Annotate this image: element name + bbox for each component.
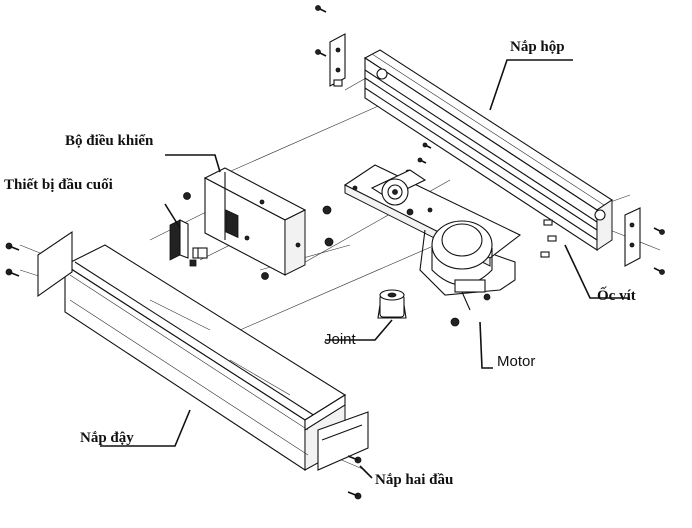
motor-screws <box>322 205 460 327</box>
label-end-caps: Nắp hai đầu <box>375 472 453 488</box>
controller-screws <box>183 192 269 280</box>
terminal-block <box>169 219 197 267</box>
label-cover-box: Nắp hộp <box>510 39 565 55</box>
leader-lines <box>100 59 630 479</box>
label-terminal: Thiết bị đầu cuối <box>4 177 113 193</box>
end-cap-screws <box>5 242 362 500</box>
controller-box <box>192 167 307 276</box>
label-screws: Ốc vít <box>597 286 636 304</box>
label-controller: Bộ điều khiển <box>65 133 154 149</box>
joint-part <box>377 289 407 319</box>
motor-assembly <box>343 164 522 311</box>
label-motor: Motor <box>497 353 535 370</box>
label-bottom-cover: Nắp đậy <box>80 430 134 446</box>
label-joint: Joint <box>324 331 357 348</box>
top-rail-cover <box>329 33 641 267</box>
end-caps <box>37 230 369 471</box>
